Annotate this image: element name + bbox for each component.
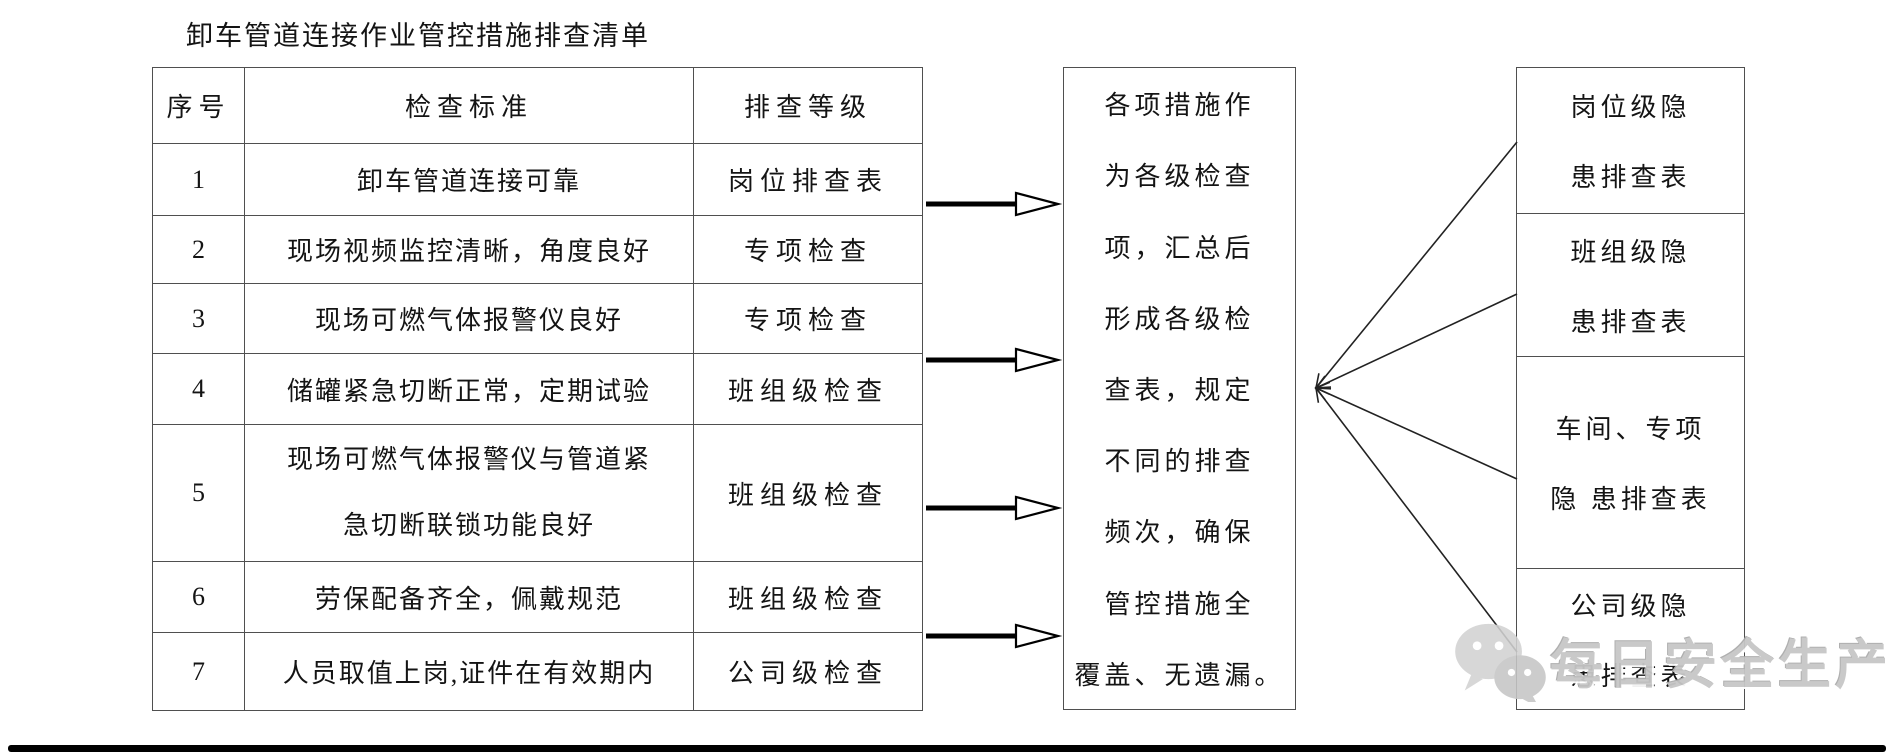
table-row: 3 现场可燃气体报警仪良好 专项检查 — [152, 283, 923, 354]
fan-arrowhead-icon — [1314, 386, 1330, 403]
cell-standard-line2: 急切断联锁功能良好 — [342, 511, 595, 540]
output-box-workshop-level: 车间、专项 隐 患排查表 — [1517, 357, 1744, 569]
output-line: 车间、专项 — [1555, 415, 1706, 445]
cell-level: 班组级检查 — [693, 424, 923, 562]
summary-line: 覆盖、无遗漏。 — [1074, 660, 1285, 690]
table-row: 7 人员取值上岗,证件在有效期内 公司级检查 — [152, 632, 923, 711]
bottom-bar — [8, 745, 1886, 752]
cell-no: 1 — [152, 143, 245, 216]
inspection-table: 序号 检查标准 排查等级 1 卸车管道连接可靠 岗位排查表 2 现场视频监控清晰… — [152, 67, 923, 711]
cell-standard-line1: 现场可燃气体报警仪与管道紧 — [286, 445, 651, 474]
arrow-right-icon — [926, 495, 1063, 521]
fan-lines — [1314, 141, 1518, 653]
table-row: 6 劳保配备齐全，佩戴规范 班组级检查 — [152, 561, 923, 633]
summary-line: 形成各级检 — [1104, 304, 1255, 334]
cell-standard: 现场可燃气体报警仪与管道紧 急切断联锁功能良好 — [244, 424, 694, 562]
table-row: 1 卸车管道连接可靠 岗位排查表 — [152, 143, 923, 216]
arrow-right-icon — [926, 191, 1063, 217]
cell-no: 6 — [152, 561, 245, 633]
output-line: 隐 患排查表 — [1550, 485, 1711, 515]
cell-no: 4 — [152, 353, 245, 425]
header-standard: 检查标准 — [244, 67, 694, 144]
output-box-company-level: 公司级隐 患排查表 — [1517, 569, 1744, 709]
arrow-right-icon — [926, 347, 1063, 373]
summary-line: 不同的排查 — [1104, 447, 1255, 477]
output-box-team-level: 班组级隐 患排查表 — [1517, 214, 1744, 358]
cell-standard: 现场视频监控清晰，角度良好 — [244, 215, 694, 284]
summary-line: 管控措施全 — [1104, 589, 1255, 619]
summary-note-block: 各项措施作 为各级检查 项，汇总后 形成各级检 查表，规定 不同的排查 频次，确… — [1063, 67, 1296, 710]
output-line: 岗位级隐 — [1570, 93, 1691, 123]
summary-line: 查表，规定 — [1104, 375, 1255, 405]
fan-arrowhead-icon — [1314, 375, 1332, 390]
cell-level: 班组级检查 — [693, 353, 923, 425]
table-header-row: 序号 检查标准 排查等级 — [152, 67, 923, 144]
page-title: 卸车管道连接作业管控措施排查清单 — [186, 21, 650, 51]
cell-standard: 储罐紧急切断正常，定期试验 — [244, 353, 694, 425]
output-line: 患排查表 — [1570, 307, 1691, 337]
cell-no: 3 — [152, 283, 245, 354]
header-level: 排查等级 — [693, 67, 923, 144]
summary-line: 频次，确保 — [1104, 518, 1255, 548]
cell-standard: 卸车管道连接可靠 — [244, 143, 694, 216]
output-line: 患排查表 — [1570, 163, 1691, 193]
summary-line: 为各级检查 — [1104, 162, 1255, 192]
cell-level: 班组级检查 — [693, 561, 923, 633]
output-line: 患排查表 — [1570, 661, 1691, 691]
output-line: 公司级隐 — [1570, 591, 1691, 621]
fan-arrowhead-icon — [1314, 386, 1332, 401]
output-box-post-level: 岗位级隐 患排查表 — [1517, 68, 1744, 215]
table-row: 5 现场可燃气体报警仪与管道紧 急切断联锁功能良好 班组级检查 — [152, 424, 923, 562]
table-row: 2 现场视频监控清晰，角度良好 专项检查 — [152, 215, 923, 284]
header-no: 序号 — [152, 67, 245, 144]
cell-standard: 人员取值上岗,证件在有效期内 — [244, 632, 694, 711]
fan-arrowhead-icon — [1314, 373, 1331, 390]
cell-level: 公司级检查 — [693, 632, 923, 711]
output-tables-column: 岗位级隐 患排查表 班组级隐 患排查表 车间、专项 隐 患排查表 公司级隐 患排… — [1516, 67, 1745, 710]
cell-no: 2 — [152, 215, 245, 284]
output-line: 班组级隐 — [1570, 237, 1691, 267]
table-row: 4 储罐紧急切断正常，定期试验 班组级检查 — [152, 353, 923, 425]
arrow-right-icon — [926, 623, 1063, 649]
cell-no: 7 — [152, 632, 245, 711]
summary-line: 各项措施作 — [1104, 91, 1255, 121]
cell-standard: 现场可燃气体报警仪良好 — [244, 283, 694, 354]
cell-level: 专项检查 — [693, 215, 923, 284]
summary-line: 项，汇总后 — [1104, 233, 1255, 263]
cell-no: 5 — [152, 424, 245, 562]
cell-level: 岗位排查表 — [693, 143, 923, 216]
cell-level: 专项检查 — [693, 283, 923, 354]
cell-standard: 劳保配备齐全，佩戴规范 — [244, 561, 694, 633]
